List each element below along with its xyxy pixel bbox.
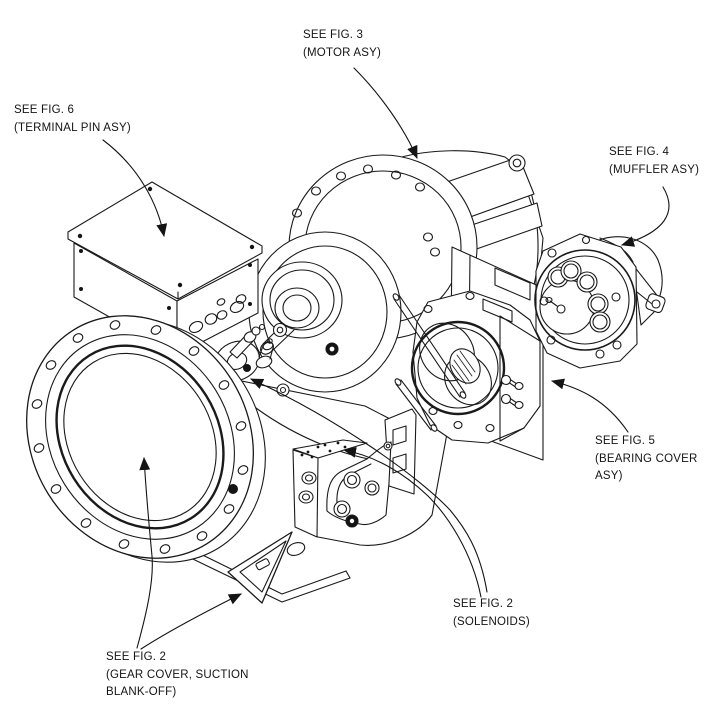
callout-line: (MOTOR ASY) <box>303 46 382 59</box>
callout-line: (GEAR COVER, SUCTION <box>106 668 249 681</box>
box-knockouts <box>188 294 247 334</box>
tie-rods <box>392 293 467 432</box>
bearing-cover-assembly <box>410 290 541 444</box>
leader-blank-off <box>140 593 242 650</box>
manifold-drill-dots <box>300 441 347 459</box>
callout-motor-asy: SEE FIG. 3 (MOTOR ASY) <box>303 27 381 62</box>
callout-terminal-pin-asy: SEE FIG. 6 (TERMINAL PIN ASY) <box>14 102 131 137</box>
leader-muffler <box>621 186 670 247</box>
bearing-cover-studs <box>500 374 524 410</box>
callout-line: SEE FIG. 3 <box>303 29 364 41</box>
callout-line: SEE FIG. 6 <box>14 104 75 116</box>
callout-line: SEE FIG. 5 <box>595 435 656 447</box>
leader-terminal-pin <box>102 139 168 237</box>
muffler-flange-holes <box>539 235 622 359</box>
callout-line: (TERMINAL PIN ASY) <box>14 121 131 134</box>
solenoid-valve-stem <box>255 338 274 369</box>
callout-line: SEE FIG. 4 <box>609 146 670 158</box>
gear-cover-bolt-holes <box>31 320 249 554</box>
callout-muffler-asy: SEE FIG. 4 (MUFFLER ASY) <box>609 144 699 179</box>
leader-bearing-cover <box>551 378 629 433</box>
callout-line: BLANK-OFF) <box>106 686 177 698</box>
bearing-cover-holes <box>423 291 495 433</box>
muffler-assembly <box>534 233 666 369</box>
callout-line: (BEARING COVER <box>595 452 698 465</box>
callout-solenoids: SEE FIG. 2 (SOLENOIDS) <box>453 596 530 631</box>
leader-gear-cover <box>136 457 153 649</box>
callout-line: SEE FIG. 2 <box>106 651 167 663</box>
callout-line: (SOLENOIDS) <box>453 615 530 628</box>
gear-cover-oval-flange <box>26 315 266 563</box>
leader-solenoids-valve <box>250 378 488 593</box>
callout-leaders <box>102 67 670 650</box>
muffler-ports <box>547 260 611 333</box>
leader-solenoids-block <box>343 446 482 598</box>
terminal-box <box>67 181 263 356</box>
callout-gear-cover-suction-blank-off: SEE FIG. 2 (GEAR COVER, SUCTION BLANK-OF… <box>106 649 249 702</box>
callout-line: ASY) <box>595 470 623 482</box>
callout-line: SEE FIG. 2 <box>453 598 514 610</box>
callout-bearing-cover-asy: SEE FIG. 5 (BEARING COVER ASY) <box>595 433 697 486</box>
solenoid-block <box>292 408 417 538</box>
motor-assembly <box>248 150 544 393</box>
leader-motor <box>353 67 418 159</box>
callout-line: (MUFFLER ASY) <box>609 163 700 176</box>
suction-blank-off-foot <box>227 531 293 604</box>
